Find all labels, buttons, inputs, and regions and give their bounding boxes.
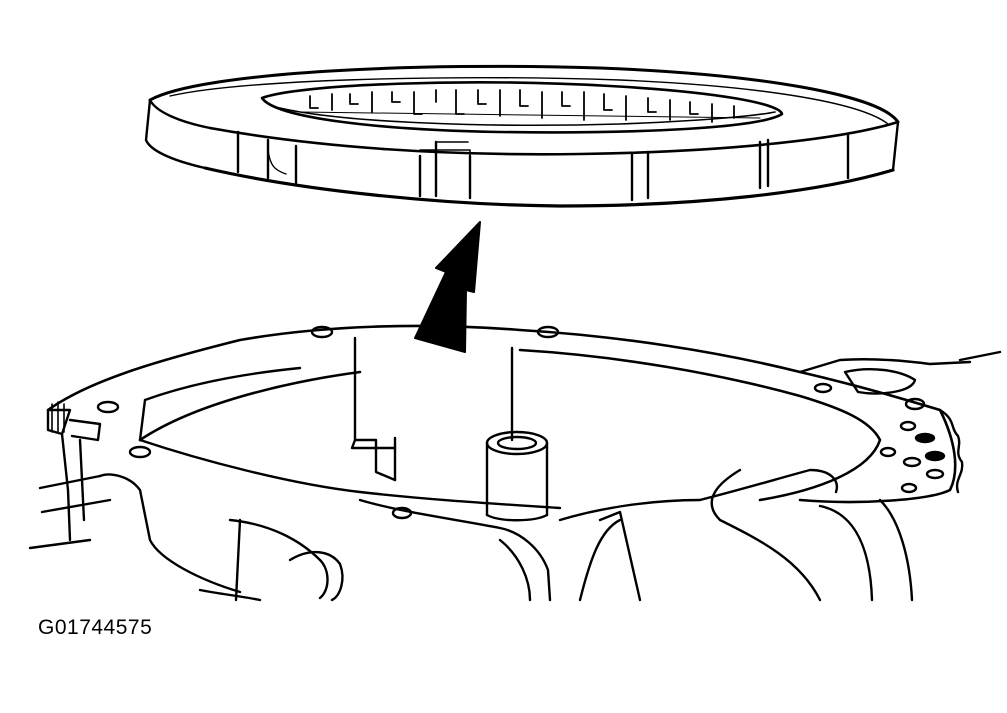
figure-code-label: G01744575 [38, 616, 153, 639]
bearing-ring [144, 64, 900, 208]
direction-arrow [414, 221, 481, 353]
transmission-case [28, 324, 1002, 602]
